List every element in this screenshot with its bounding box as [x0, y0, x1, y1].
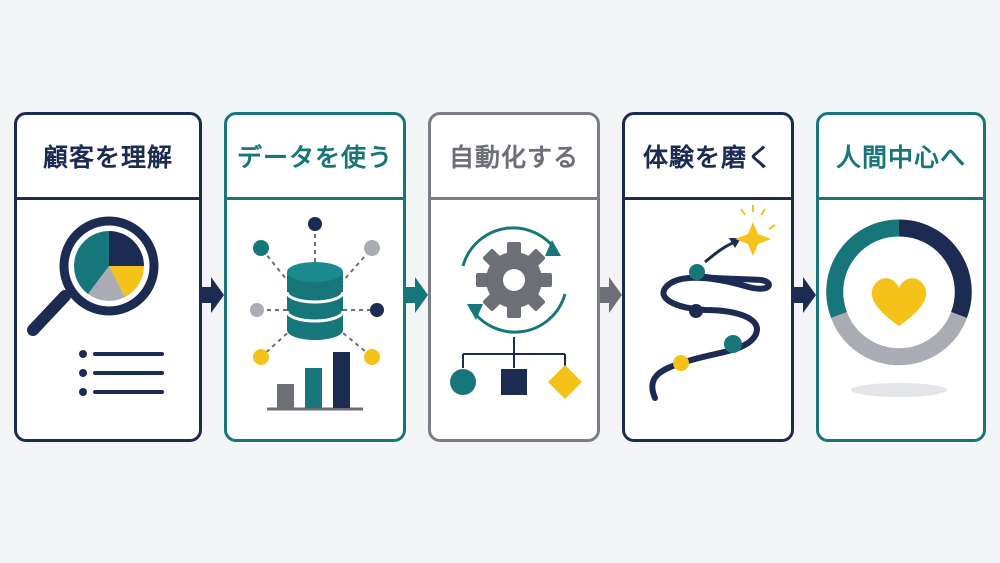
journey-path-icon	[649, 205, 776, 401]
flow-arrow-3	[600, 277, 622, 313]
step-1-card: 顧客を理解	[14, 112, 202, 442]
step-5-title: 人間中心へ	[819, 115, 983, 200]
step-2-card: データを使う	[224, 112, 406, 442]
database-network-icon	[250, 217, 384, 411]
gear-cycle-icon	[450, 226, 582, 399]
step-4-card: 体験を磨く	[622, 112, 794, 442]
step-1-title: 顧客を理解	[17, 115, 199, 200]
step-2-title: データを使う	[227, 115, 403, 200]
heart-donut-icon	[826, 219, 972, 397]
flow-arrow-2	[406, 277, 428, 313]
flow-arrow-1	[202, 277, 224, 313]
flow-arrow-4	[794, 277, 816, 313]
magnifier-pie-list-icon	[27, 216, 164, 396]
step-4-title: 体験を磨く	[625, 115, 791, 200]
step-3-card: 自動化する	[428, 112, 600, 442]
step-5-card: 人間中心へ	[816, 112, 986, 442]
step-3-title: 自動化する	[431, 115, 597, 200]
